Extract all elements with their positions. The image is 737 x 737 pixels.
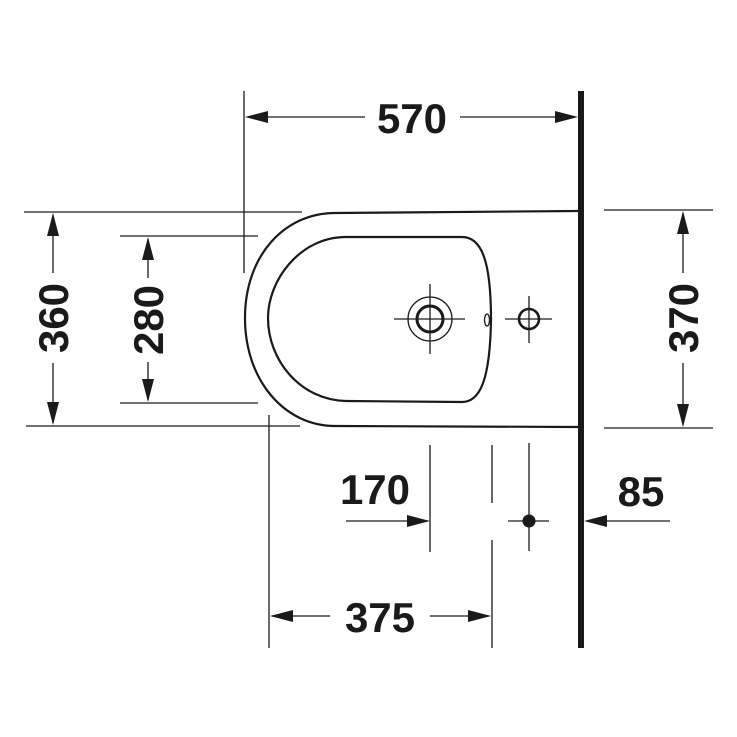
dimension-overall-width: 360 [24,211,302,427]
dimension-wall-width: 370 [604,209,713,429]
dimension-label-85: 85 [618,468,665,515]
fixing-hole-icon [505,296,552,343]
dimension-label-370: 370 [660,283,707,353]
dimension-label-170: 170 [340,466,410,513]
tap-hole-icon [394,284,465,354]
dimension-label-570: 570 [377,95,447,142]
bidet-outer-outline [243,209,579,429]
dimension-label-375: 375 [345,594,415,641]
dimension-label-360: 360 [30,283,77,353]
fixing-point-marker [491,443,549,551]
dimension-bowl-width: 280 [120,235,270,648]
dimension-tap-hole-offset: 170 [340,445,431,552]
dimension-fixing-offset: 85 [584,468,670,527]
dimension-fixing-distance: 375 [270,540,493,648]
dimension-overall-depth: 570 [243,91,578,273]
overflow-slot-icon [483,313,491,327]
bowl-inner-outline [266,235,493,404]
dimension-label-280: 280 [125,285,172,355]
